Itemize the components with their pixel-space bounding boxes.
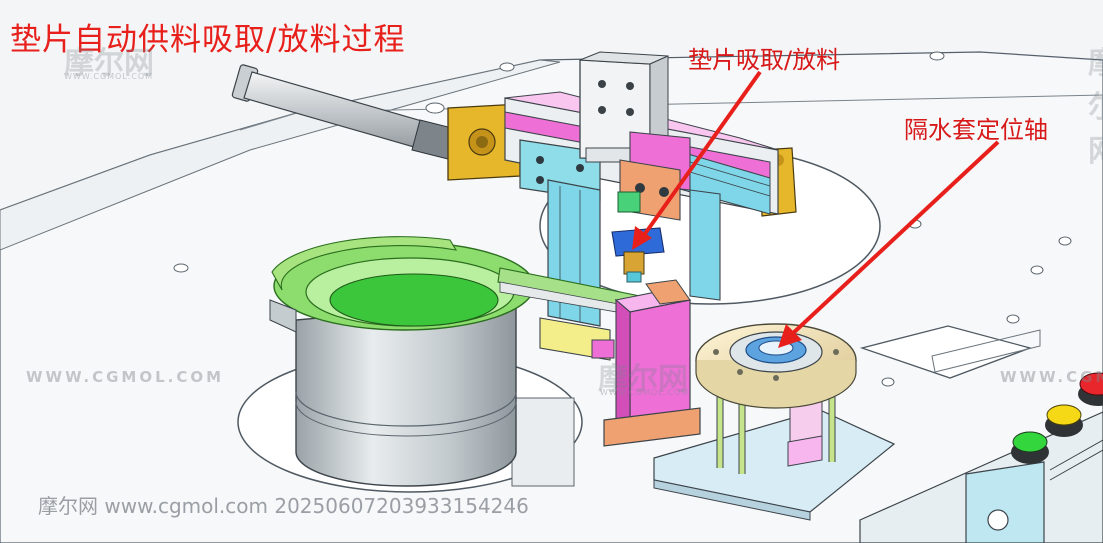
watermark-logo: 摩尔网: [1088, 38, 1103, 170]
transfer-post: [603, 279, 701, 447]
watermark-logo: 摩尔网: [64, 46, 154, 81]
indicator-button-yellow: [1045, 404, 1083, 437]
page-title: 垫片自动供料吸取/放料过程: [10, 22, 406, 58]
callout-label-locator: 隔水套定位轴: [904, 116, 1048, 144]
indicator-button-green: [1011, 431, 1049, 464]
callout-arrow-locator: [778, 140, 1000, 348]
indicator-button-red: [1078, 372, 1103, 406]
vibratory-bowl-feeder: [269, 236, 641, 487]
watermark-url: WWW.CGMOL.COM: [26, 368, 225, 386]
callout-arrow-pickup: [632, 70, 762, 250]
watermark-url: WWW.CGMOL.COM: [600, 388, 690, 397]
footer-watermark: 摩尔网 www.cgmol.com 20250607203933154246: [38, 494, 529, 518]
locating-fixture: [653, 323, 896, 521]
mounting-holes: [173, 51, 1072, 387]
watermark-url: WWW.CGMOL.COM: [64, 72, 154, 81]
watermark-url: WWW.CGMOL.COM: [1000, 368, 1103, 386]
callout-label-pickup: 垫片吸取/放料: [688, 46, 841, 74]
watermark-logo: 摩尔网: [598, 362, 688, 397]
